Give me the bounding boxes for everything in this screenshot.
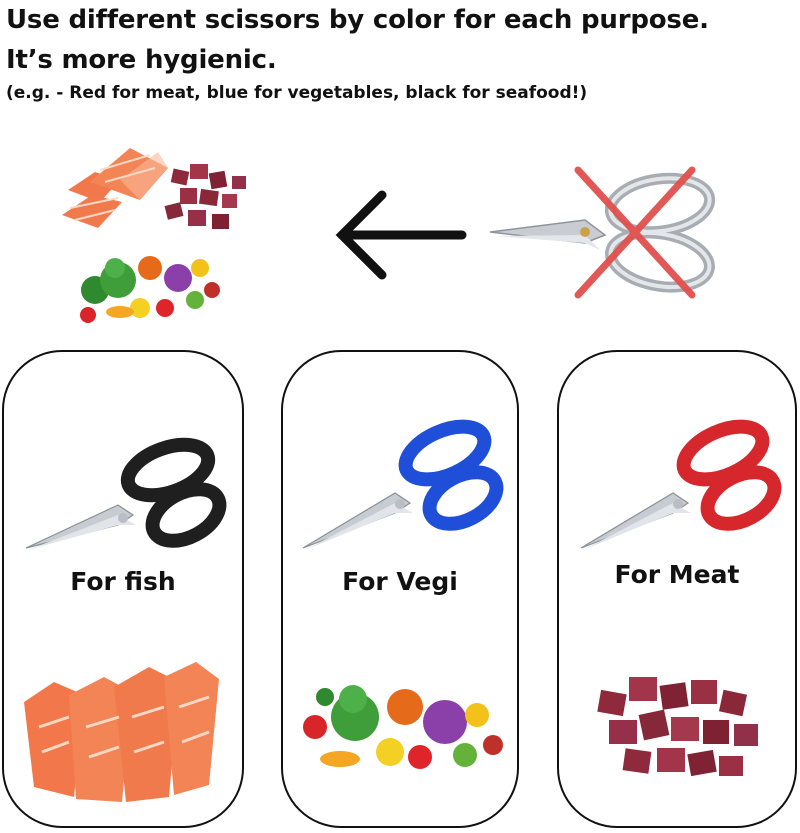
vegetables-image — [80, 256, 220, 323]
left-arrow-icon — [335, 190, 467, 280]
panel-label: For Vegi — [342, 567, 458, 596]
salmon-image — [24, 662, 219, 802]
panel-label: For Meat — [614, 560, 740, 589]
hero-illustration — [62, 148, 716, 323]
panel-label: For fish — [70, 567, 176, 596]
black-scissors-image — [25, 437, 227, 550]
headline-line-2: It’s more hygienic. — [6, 45, 277, 75]
panel-fish: For fish — [2, 350, 244, 828]
cross-icon — [574, 166, 696, 299]
meat-cubes-image — [597, 677, 758, 777]
red-scissors-image — [580, 419, 782, 550]
vegetables-image — [303, 685, 503, 769]
salmon-image — [62, 148, 168, 228]
headline: Use different scissors by color for each… — [6, 0, 709, 106]
headline-line-1: Use different scissors by color for each… — [6, 5, 709, 35]
meat-cubes-image — [164, 164, 246, 229]
panel-meat: For Meat — [557, 350, 797, 828]
panel-vegi: For Vegi — [281, 350, 519, 828]
blue-scissors-image — [302, 419, 504, 550]
headline-example: (e.g. - Red for meat, blue for vegetable… — [6, 83, 588, 103]
steel-scissors-image — [489, 172, 716, 293]
